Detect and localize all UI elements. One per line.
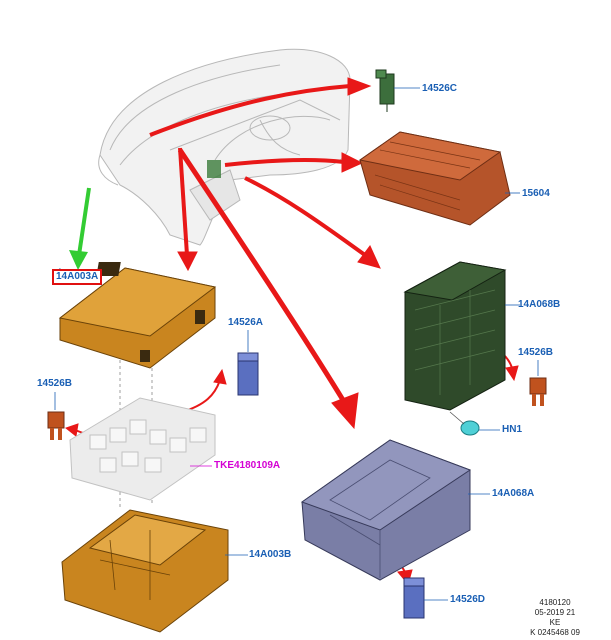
callout-14526C: 14526C (422, 83, 458, 94)
callout-14526A: 14526A (228, 317, 264, 328)
arrow-to-14A068B (244, 176, 367, 257)
callout-HN1: HN1 (502, 424, 523, 435)
callout-14526B-right: 14526B (518, 347, 554, 358)
in-vehicle-module-marker (207, 160, 221, 178)
callout-TKE4180109A: TKE4180109A (214, 460, 281, 471)
footer-reference-code: K 0245468 09 (530, 628, 580, 637)
arrow-fuse-to-relay (181, 379, 221, 413)
relay-14526C (375, 69, 420, 112)
fuse-block-TKE4180109A (69, 397, 216, 501)
fuse-14526B-right (529, 360, 547, 406)
arrowhead-14526B-right (505, 365, 519, 382)
arrowhead-14526C (347, 77, 372, 96)
arrowhead-14A068A (331, 392, 359, 430)
vehicle-dashboard-outline (98, 48, 351, 246)
module-14A068A (300, 439, 490, 581)
footer-date: 05-2019 21 (534, 608, 576, 617)
footer-illustration-number: 4180120 (539, 598, 571, 607)
relay-14526A (237, 330, 259, 396)
callout-14A003B: 14A003B (249, 549, 292, 560)
arrowhead-14A068B (357, 245, 381, 269)
callout-14A068A: 14A068A (492, 488, 535, 499)
relay-14526D (403, 577, 448, 619)
arrowhead-fuse-to-relay (213, 368, 227, 385)
callout-15604: 15604 (522, 188, 550, 199)
fuse-box-cover-14A003A (57, 262, 217, 369)
arrowhead-14526B-left (64, 423, 79, 437)
callout-14A068B: 14A068B (518, 299, 561, 310)
arrow-to-14A003A (178, 147, 189, 256)
module-15604 (358, 131, 520, 226)
callout-14526D: 14526D (450, 594, 486, 605)
fuse-14526B-left (47, 392, 65, 440)
module-14A068B (403, 261, 520, 411)
arrow-to-14526C (149, 84, 351, 137)
connector-HN1 (449, 411, 500, 436)
arrow-to-14A068A (177, 148, 346, 402)
callout-14A003A: 14A003A (52, 269, 103, 285)
arrow-to-15604 (224, 157, 345, 167)
arrowhead-14A003A (177, 251, 198, 272)
fuse-box-base-14A003B (61, 509, 248, 633)
diagram-reference-footer: 4180120 05-2019 21 KE K 0245468 09 (500, 598, 610, 638)
arrowhead-15604 (341, 152, 364, 173)
green-arrow (69, 187, 91, 270)
callout-14526B-left: 14526B (37, 378, 73, 389)
footer-market-code: KE (549, 618, 561, 627)
